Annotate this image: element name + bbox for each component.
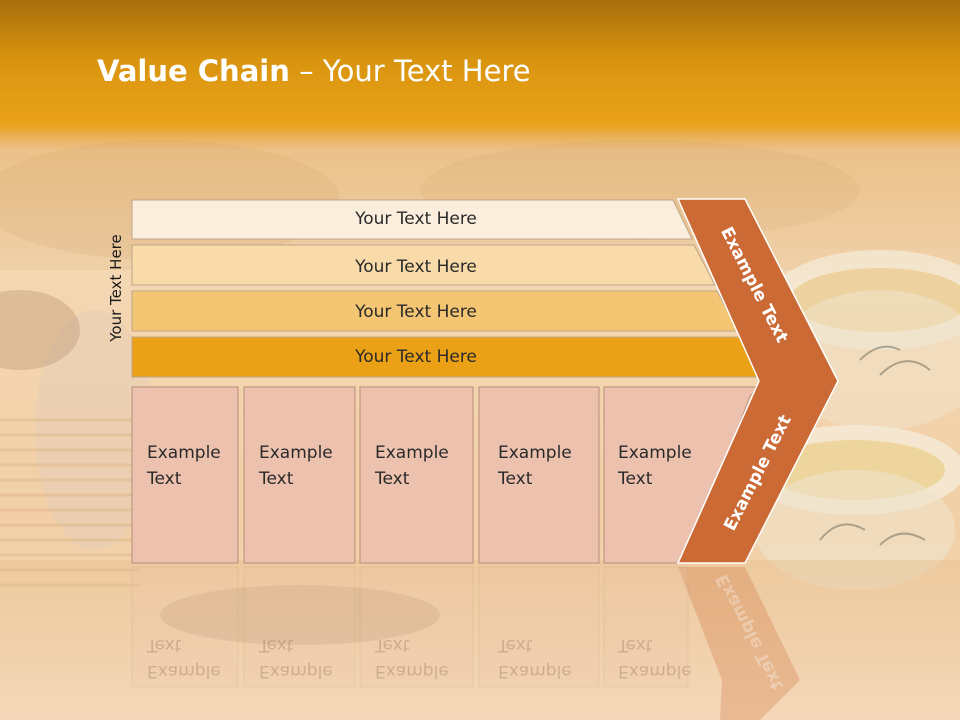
box-3 xyxy=(359,386,474,564)
bar-1-label: Your Text Here xyxy=(355,209,477,229)
bar-2-label: Your Text Here xyxy=(355,257,477,277)
bar-1 xyxy=(131,199,693,240)
bar-3-label: Your Text Here xyxy=(355,302,477,322)
title-rest: – Your Text Here xyxy=(289,54,531,88)
boxes-reflection xyxy=(131,566,689,688)
box-1 xyxy=(131,386,239,564)
bar-4-label: Your Text Here xyxy=(355,347,477,367)
box-2 xyxy=(243,386,356,564)
bar-2 xyxy=(131,244,716,286)
boxes-group xyxy=(131,386,762,564)
slide-title: Value Chain – Your Text Here xyxy=(97,54,531,88)
chevron-arrow xyxy=(676,198,839,564)
box-4 xyxy=(478,386,600,564)
chevron-reflection xyxy=(678,567,800,720)
title-bold: Value Chain xyxy=(97,54,290,88)
